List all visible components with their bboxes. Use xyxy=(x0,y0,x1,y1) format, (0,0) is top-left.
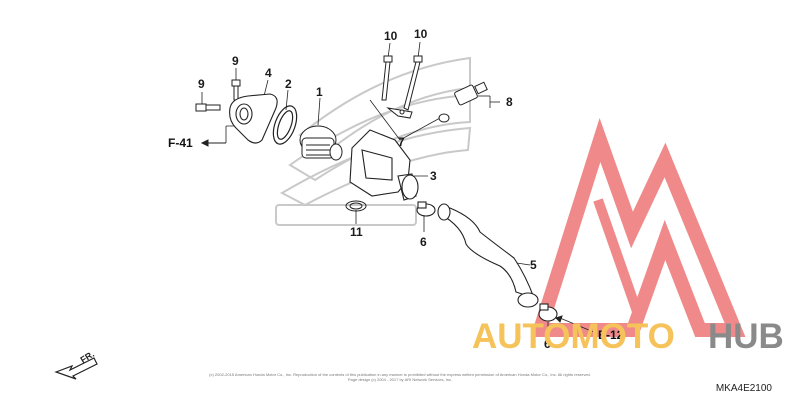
hose-clamp-6-lower-icon xyxy=(538,303,558,322)
copyright-line-2: Page design (c) 2004 - 2017 by ARI Netwo… xyxy=(347,377,453,382)
front-direction-arrow-icon xyxy=(54,357,98,380)
callout-9-lower: 9 xyxy=(198,77,205,91)
callout-7: 7 xyxy=(398,135,405,149)
callout-5: 5 xyxy=(530,258,537,272)
bolt-9-upper-icon xyxy=(231,79,241,101)
callout-2: 2 xyxy=(285,77,292,91)
o-ring-2-icon xyxy=(272,105,298,145)
callout-4: 4 xyxy=(265,66,272,80)
water-hose-5-icon xyxy=(437,203,539,308)
e12-arrow-icon xyxy=(555,315,563,323)
diagram-code: MKA4E2100 xyxy=(715,383,772,394)
callout-9-upper: 9 xyxy=(232,54,239,68)
bolt-10-left-icon xyxy=(381,55,393,101)
thermostat-housing-icon xyxy=(349,129,419,201)
gasket-11-icon xyxy=(345,200,367,212)
callout-3: 3 xyxy=(430,169,437,183)
callout-6-upper: 6 xyxy=(420,235,427,249)
callout-11: 11 xyxy=(350,225,363,239)
watermark-text-secondary: HUB xyxy=(708,317,784,356)
callout-10-left: 10 xyxy=(384,29,398,43)
f41-arrow-icon xyxy=(200,139,226,147)
bolt-10-right-icon xyxy=(403,55,423,111)
hose-clamp-6-upper-icon xyxy=(416,201,436,217)
callout-6-lower: 6 xyxy=(544,337,551,351)
watermark-text-primary: AUTOMOTO xyxy=(472,317,675,356)
callout-8: 8 xyxy=(506,95,513,109)
callout-10-right: 10 xyxy=(414,27,428,41)
watermark-logo-icon xyxy=(530,117,746,337)
thermostat-icon xyxy=(299,125,343,161)
temp-sensor-8-icon xyxy=(438,81,488,123)
callout-1: 1 xyxy=(316,85,323,99)
copyright-line-1: (c) 2002-2015 American Honda Motor Co., … xyxy=(209,372,591,377)
thermostat-cover-icon xyxy=(229,93,278,144)
bracket-7-icon xyxy=(386,107,413,119)
copyright-notice: (c) 2002-2015 American Honda Motor Co., … xyxy=(200,372,600,382)
ref-f41-label[interactable]: F-41 xyxy=(168,136,193,150)
bolt-9-lower-icon xyxy=(195,103,221,112)
ref-e12-label[interactable]: E-12 xyxy=(598,328,624,342)
